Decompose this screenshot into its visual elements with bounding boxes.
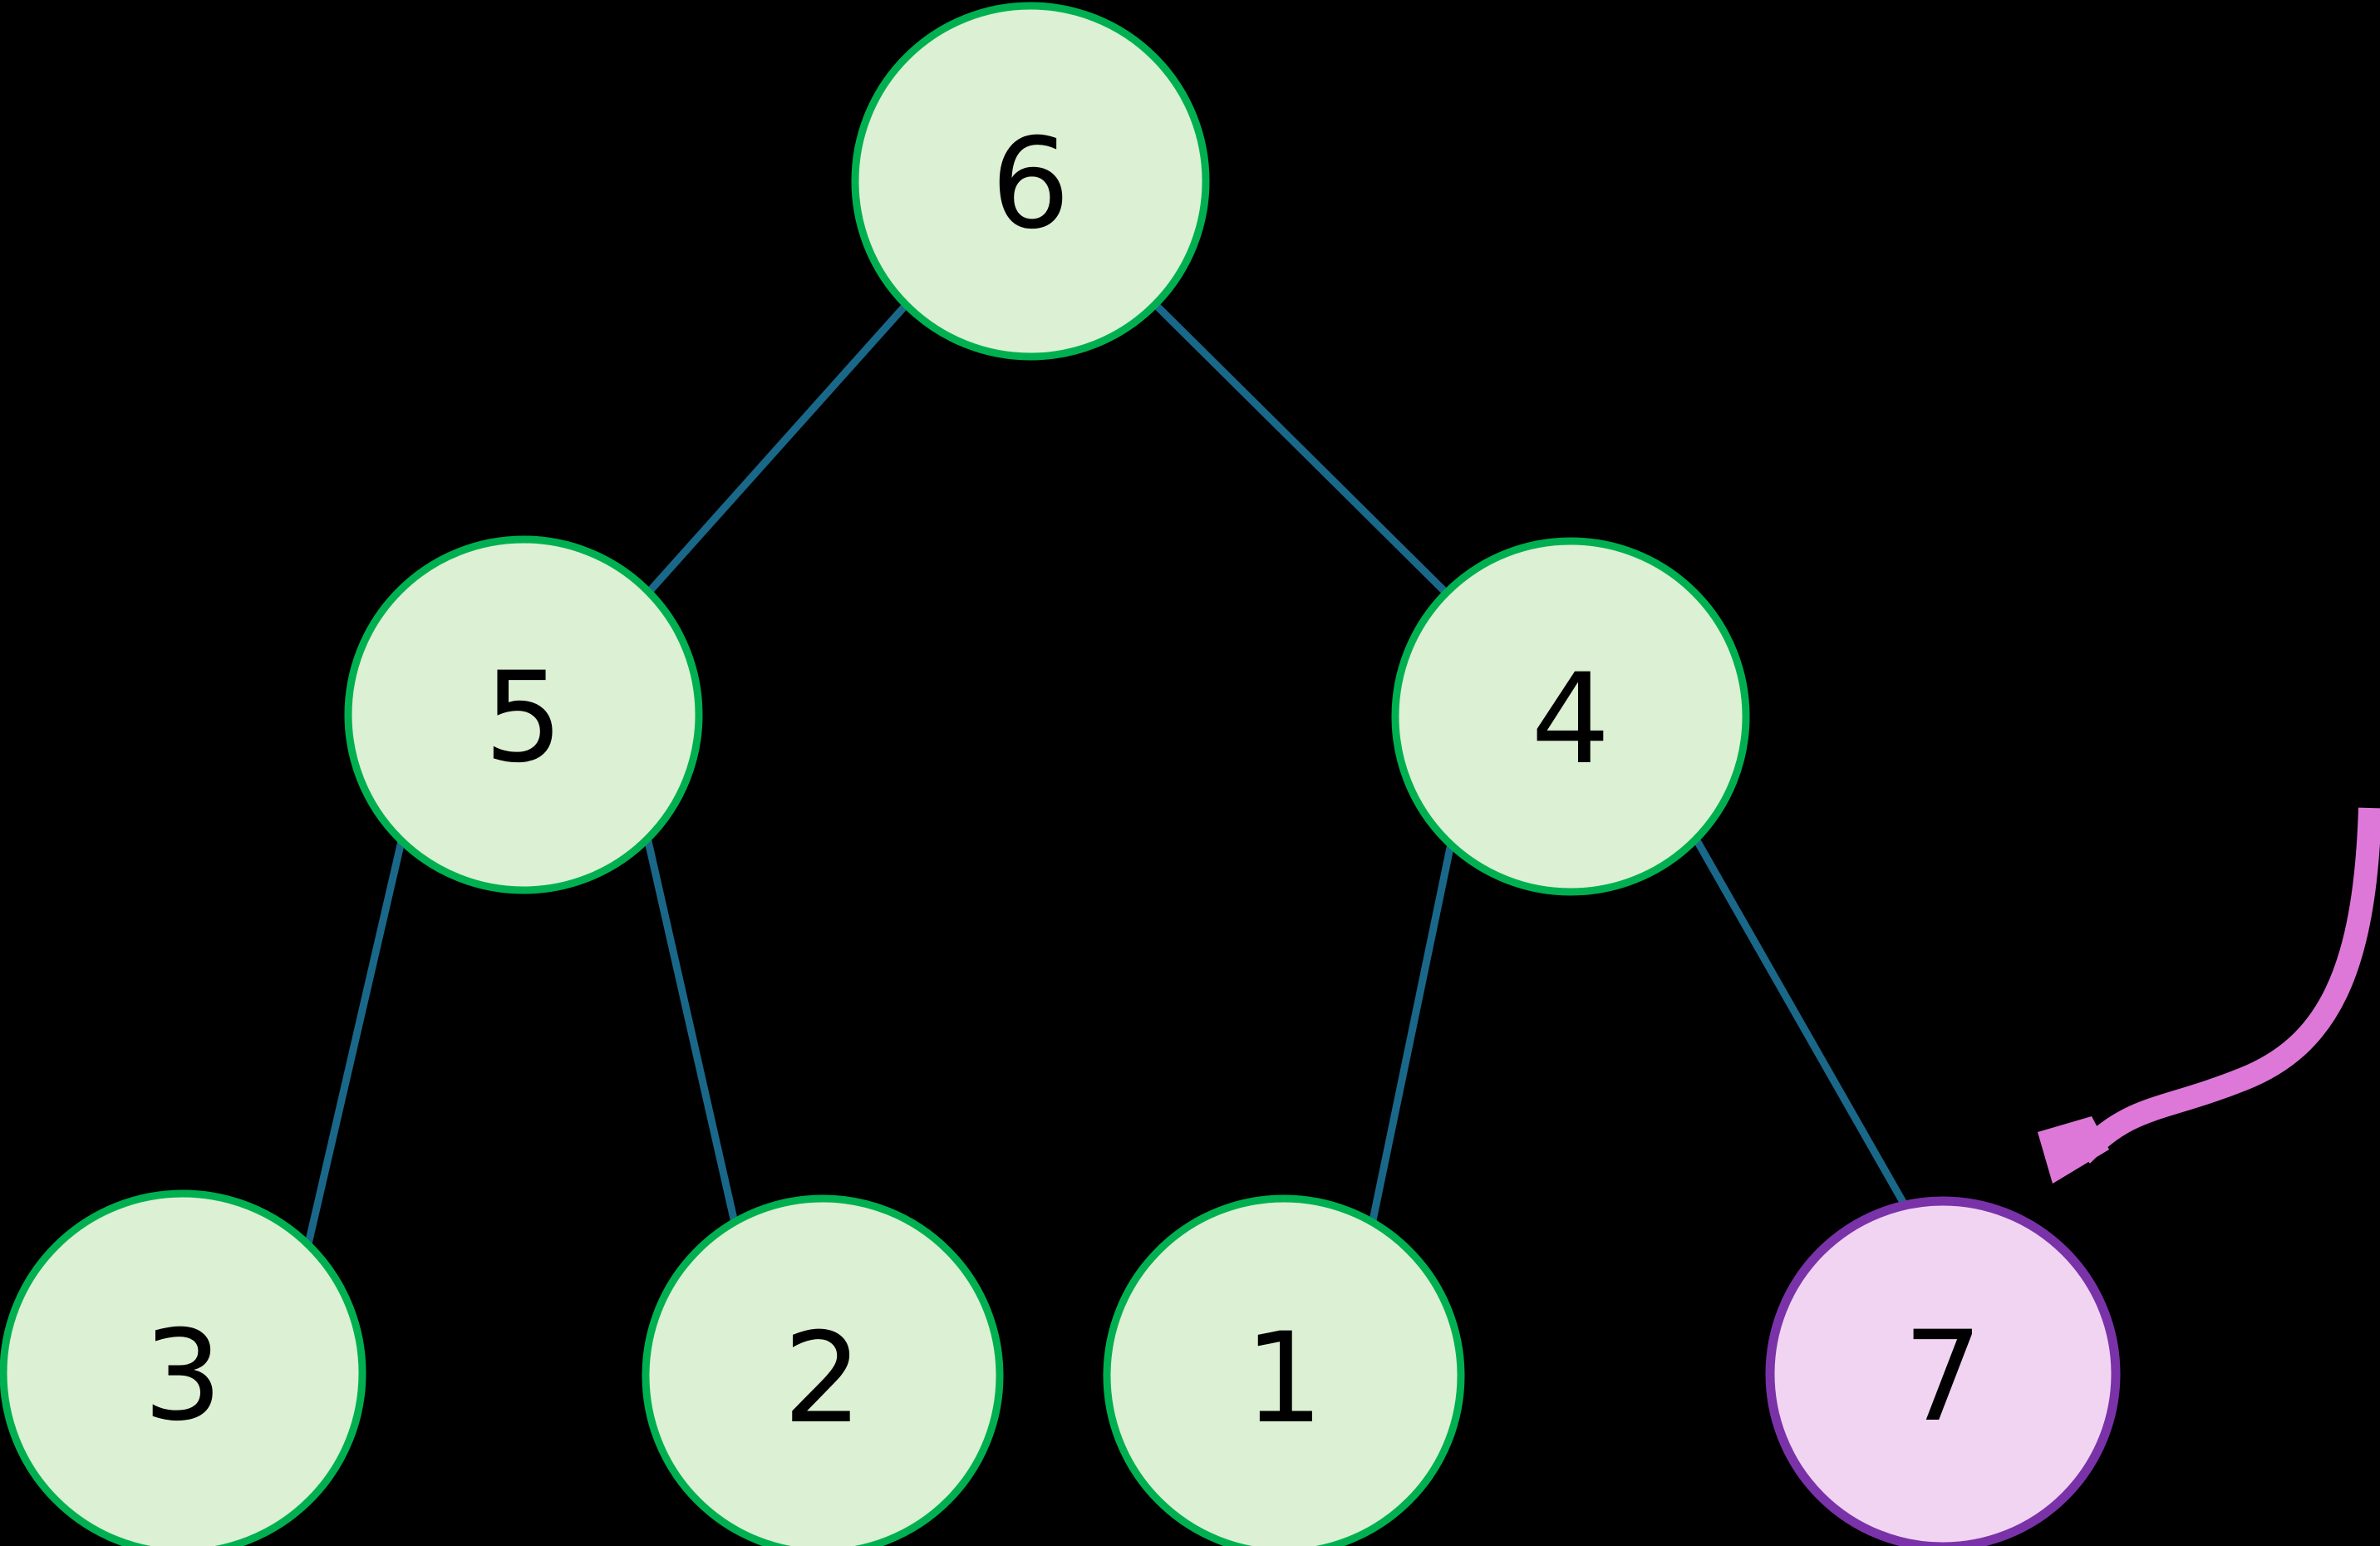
tree-edge-n5-n3 (303, 837, 406, 1252)
arrow-shaft-icon (2073, 807, 2380, 1164)
tree-node-3[interactable]: 3 (0, 1189, 366, 1546)
tree-node-4[interactable]: 4 (1391, 537, 1750, 896)
tree-node-2[interactable]: 2 (642, 1194, 1004, 1546)
annotation-layer (2038, 807, 2380, 1184)
node-circle-1[interactable] (1103, 1194, 1465, 1546)
tree-node-5[interactable]: 5 (344, 535, 703, 894)
node-circle-4[interactable] (1391, 537, 1750, 896)
node-circle-7[interactable] (1765, 1196, 2121, 1546)
tree-edge-n4-n1 (1363, 839, 1455, 1253)
edge-layer (303, 301, 1911, 1253)
pointer-arrow (2038, 807, 2380, 1184)
tree-node-1[interactable]: 1 (1103, 1194, 1465, 1546)
tree-edge-n6-n4 (1153, 302, 1451, 598)
node-label-4: 4 (1531, 647, 1610, 792)
node-layer: 6 5 4 3 2 1 7 (0, 2, 2121, 1546)
node-circle-2[interactable] (642, 1194, 1004, 1546)
tree-edge-n4-n7 (1694, 838, 1911, 1214)
node-label-6: 6 (991, 112, 1070, 257)
node-label-7: 7 (1903, 1305, 1982, 1450)
tree-edge-n5-n2 (644, 837, 745, 1253)
tree-edge-n6-n5 (646, 301, 910, 595)
node-circle-5[interactable] (344, 535, 703, 894)
tree-node-7[interactable]: 7 (1765, 1196, 2121, 1546)
node-circle-3[interactable] (0, 1189, 366, 1546)
node-circle-6[interactable] (851, 2, 1210, 361)
tree-node-6[interactable]: 6 (851, 2, 1210, 361)
arrow-head-icon (2038, 1116, 2109, 1184)
node-label-1: 1 (1244, 1307, 1323, 1451)
node-label-2: 2 (783, 1307, 862, 1451)
node-label-3: 3 (143, 1304, 222, 1449)
node-label-5: 5 (484, 646, 563, 790)
